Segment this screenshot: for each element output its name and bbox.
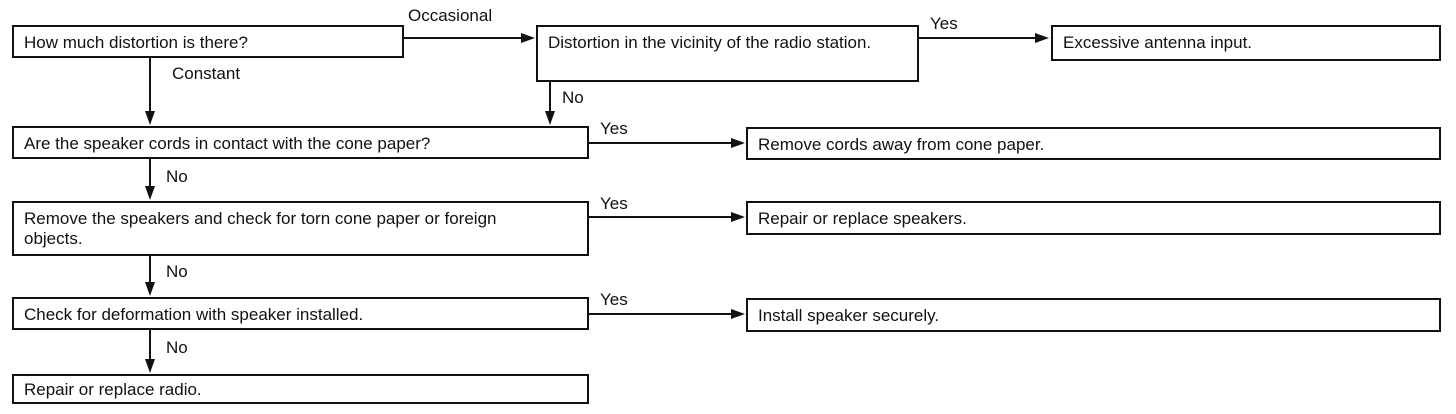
edge-no-speakers-arrow — [145, 282, 155, 296]
result-repair-speakers: Repair or replace speakers. — [746, 201, 1441, 235]
edge-constant-arrow — [145, 111, 155, 125]
edge-label-constant: Constant — [172, 64, 241, 83]
step-remove-speakers: Remove the speakers and check for torn c… — [12, 201, 589, 256]
edge-no-cords-arrow — [145, 186, 155, 200]
edge-label-no-station: No — [562, 88, 584, 107]
edge-no-station-arrow — [545, 111, 555, 125]
edge-occasional-arrow — [521, 33, 535, 43]
edge-label-yes-antenna: Yes — [930, 14, 958, 33]
result-remove-cords: Remove cords away from cone paper. — [746, 127, 1441, 160]
result-repair-radio: Repair or replace radio. — [12, 374, 589, 404]
step-check-deformation: Check for deformation with speaker insta… — [12, 297, 589, 330]
edge-label-no-deformation: No — [166, 338, 188, 357]
edge-yes-cords-arrow — [731, 138, 745, 148]
edge-label-no-speakers: No — [166, 262, 188, 281]
question-cords-contact: Are the speaker cords in contact with th… — [12, 126, 589, 159]
question-distortion-amount: How much distortion is there? — [12, 25, 404, 58]
edge-no-deformation-arrow — [145, 359, 155, 373]
result-install-securely: Install speaker securely. — [746, 298, 1441, 332]
edge-yes-speakers-arrow — [731, 212, 745, 222]
result-antenna-input: Excessive antenna input. — [1051, 25, 1441, 61]
edge-label-occasional: Occasional — [408, 6, 493, 25]
edge-label-yes-cords: Yes — [600, 119, 628, 138]
edge-yes-deformation-arrow — [731, 309, 745, 319]
edge-label-yes-speakers: Yes — [600, 194, 628, 213]
edge-yes-antenna-arrow — [1035, 33, 1049, 43]
question-near-station: Distortion in the vicinity of the radio … — [536, 25, 919, 82]
edge-label-yes-deformation: Yes — [600, 290, 628, 309]
edge-label-no-cords: No — [166, 167, 188, 186]
